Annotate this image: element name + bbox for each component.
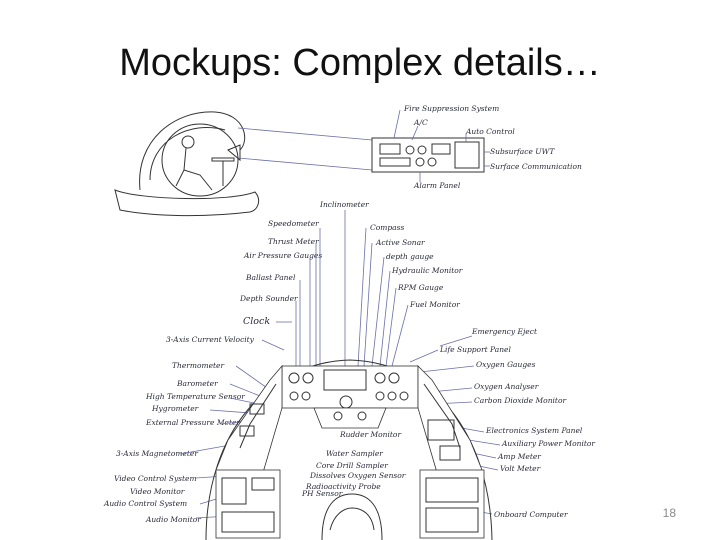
label-electronics-system-panel: Electronics System Panel	[485, 426, 583, 435]
label-video-monitor: Video Monitor	[130, 487, 185, 496]
label-air-pressure-gauges: Air Pressure Gauges	[243, 251, 322, 260]
label-emergency-eject: Emergency Eject	[471, 327, 538, 336]
label-rudder-monitor: Rudder Monitor	[339, 430, 401, 439]
label-3-axis-current-velocity: 3-Axis Current Velocity	[166, 335, 255, 344]
label-inclinometer: Inclinometer	[319, 200, 369, 209]
label-audio-monitor: Audio Monitor	[145, 515, 201, 524]
top-control-panel	[371, 109, 490, 182]
label-depth-gauge: depth gauge	[386, 252, 434, 261]
label-water-sampler: Water Sampler	[326, 449, 383, 458]
label-external-pressure-meter: External Pressure Meter	[145, 418, 240, 427]
label-radioactivity-probe: Radioactivity Probe	[305, 482, 381, 491]
label-dissolves-oxygen-sensor: Dissolves Oxygen Sensor	[309, 471, 406, 480]
label-fire-suppression: Fire Suppression System	[403, 104, 499, 113]
label-video-control-system: Video Control System	[114, 474, 197, 483]
label-core-drill-sampler: Core Drill Sampler	[316, 461, 388, 470]
label-ph-sensor: PH Sensor	[301, 489, 343, 498]
label-ac: A/C	[413, 118, 428, 127]
submarine-pod-drawing	[114, 111, 373, 217]
label-audio-control-system: Audio Control System	[103, 499, 187, 508]
leader-lines	[179, 210, 501, 519]
label-barometer: Barometer	[176, 379, 218, 388]
submarine-cockpit-sketch: Fire Suppression System A/C Auto Control…	[103, 104, 595, 540]
label-onboard-computer: Onboard Computer	[494, 510, 568, 519]
slide-title: Mockups: Complex details…	[119, 42, 601, 84]
label-thermometer: Thermometer	[172, 361, 224, 370]
label-active-sonar: Active Sonar	[375, 238, 425, 247]
label-amp-meter: Amp Meter	[497, 452, 541, 461]
label-subsurface-uwt: Subsurface UWT	[490, 147, 555, 156]
label-hydraulic-monitor: Hydraulic Monitor	[391, 266, 463, 275]
label-high-temperature-sensor: High Temperature Sensor	[145, 392, 245, 401]
label-surface-communication: Surface Communication	[490, 162, 582, 171]
label-compass: Compass	[370, 223, 404, 232]
label-speedometer: Speedometer	[268, 219, 319, 228]
label-hygrometer: Hygrometer	[151, 404, 199, 413]
label-clock: Clock	[243, 316, 270, 327]
label-volt-meter: Volt Meter	[500, 464, 541, 473]
label-auxiliary-power-monitor: Auxiliary Power Monitor	[501, 439, 595, 448]
label-carbon-dioxide-monitor: Carbon Dioxide Monitor	[474, 396, 566, 405]
label-life-support-panel: Life Support Panel	[439, 345, 511, 354]
label-fuel-monitor: Fuel Monitor	[409, 300, 460, 309]
label-alarm-panel: Alarm Panel	[413, 181, 461, 190]
cockpit-console	[215, 364, 485, 540]
page-number: 18	[662, 506, 676, 520]
label-oxygen-gauges: Oxygen Gauges	[476, 360, 536, 369]
label-auto-control: Auto Control	[465, 127, 515, 136]
label-oxygen-analyser: Oxygen Analyser	[474, 382, 539, 391]
label-depth-sounder: Depth Sounder	[239, 294, 298, 303]
label-rpm-gauge: RPM Gauge	[397, 283, 444, 292]
label-thrust-meter: Thrust Meter	[268, 237, 319, 246]
label-ballast-panel: Ballast Panel	[245, 273, 296, 282]
label-3-axis-magnetometer: 3-Axis Magnetometer	[116, 449, 198, 458]
